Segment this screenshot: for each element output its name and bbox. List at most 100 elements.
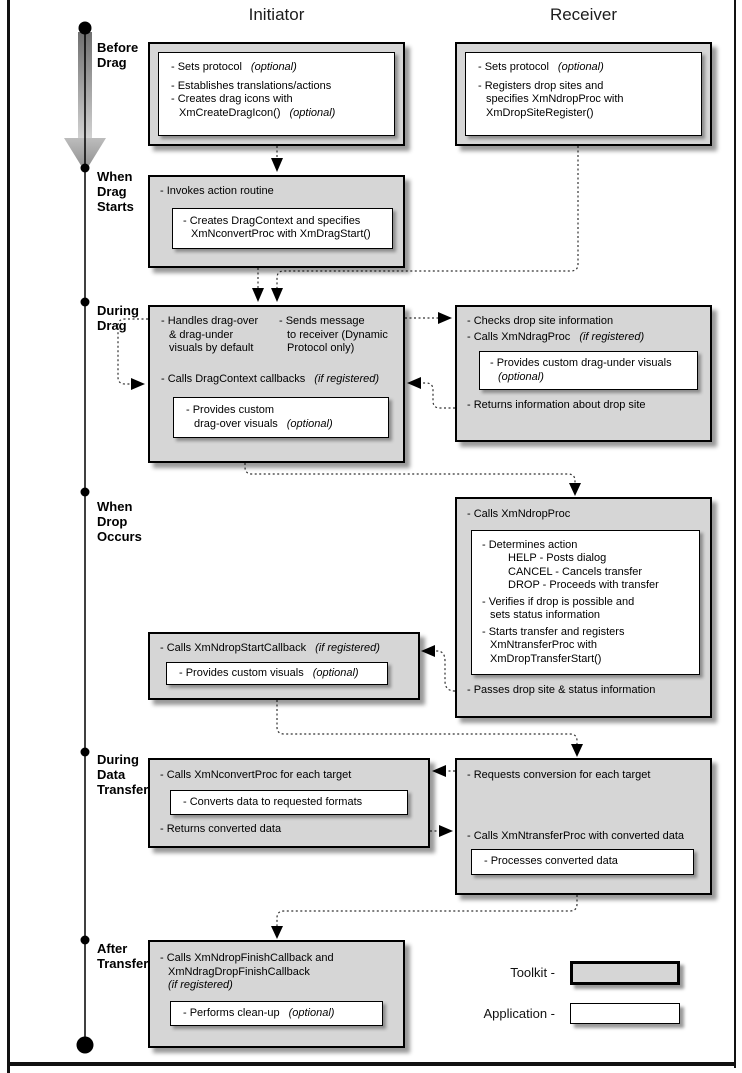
application-inner-box: - Provides custom drag-over visuals(opti… [173, 397, 389, 438]
during-drag-columns: - Handles drag-over & drag-under visuals… [161, 315, 399, 356]
connector-during-drag-to-drop-proc [244, 463, 576, 484]
box-line: CANCEL - Cancels transfer [508, 565, 643, 578]
arrowhead-down [571, 744, 583, 757]
box-line: sets status information [490, 609, 601, 621]
connector-transfer-to-after-transfer [276, 895, 578, 928]
box-line: - Starts transfer and registers [482, 625, 625, 638]
box-line: - Processes converted data [484, 855, 618, 867]
box-line: - Calls XmNdropProc [467, 508, 571, 520]
box-receiver-data-transfer: - Requests conversion for each target - … [455, 758, 712, 895]
connector-during-drag-self-loop [117, 318, 148, 385]
timeline [64, 21, 106, 1054]
application-inner-box: - Performs clean-up(optional) [170, 1000, 383, 1026]
connector-returns-info-to-initiator [421, 382, 455, 409]
box-initiator-drag-start: - Invokes action routine - Creates DragC… [148, 175, 405, 268]
box-line: - Handles drag-over [161, 315, 259, 327]
frame-right-border [734, 0, 736, 1068]
box-line: - Performs clean-up(optional) [183, 1006, 335, 1019]
phase-label-before-drag: Before Drag [97, 40, 138, 70]
arrowhead-down [569, 483, 581, 496]
arrowhead-down [271, 158, 283, 172]
box-line: - Provides custom drag-under visuals [490, 357, 672, 369]
legend-label-application: Application - [483, 1006, 555, 1021]
box-line: HELP - Posts dialog [508, 552, 607, 564]
arrowhead-down [271, 926, 283, 939]
timeline-end-dot [76, 1036, 94, 1054]
phase-line: Before [97, 40, 139, 55]
box-receiver-during-drag: - Checks drop site information - Calls X… [455, 305, 712, 442]
phase-label-when-drag-starts: When Drag Starts [97, 169, 134, 214]
box-line: Protocol only) [287, 342, 355, 354]
box-line: - Calls XmNconvertProc for each target [160, 769, 352, 781]
arrowhead-left [421, 645, 435, 657]
application-inner-box: - Sets protocol(optional) - Registers dr… [465, 52, 702, 136]
box-initiator-during-drag: - Handles drag-over & drag-under visuals… [148, 305, 405, 463]
box-line: - Calls XmNdropStartCallback(if register… [160, 642, 380, 654]
legend-swatch-toolkit [570, 961, 680, 985]
phase-dot-during-data-transfer [80, 747, 90, 757]
application-inner-box: - Converts data to requested formats [170, 789, 408, 815]
frame-bottom-border [7, 1062, 736, 1066]
box-receiver-drop-occurs: - Calls XmNdropProc - Determines action … [455, 497, 712, 718]
phase-line: When [97, 169, 133, 184]
box-initiator-drop-start-callback: - Calls XmNdropStartCallback(if register… [148, 632, 420, 700]
box-line: - Calls XmNdragProc(if registered) [467, 330, 645, 343]
box-line: - Calls DragContext callbacks(if registe… [161, 372, 380, 385]
phase-line: Occurs [97, 529, 142, 544]
box-line: - Provides custom visuals(optional) [179, 666, 359, 679]
phase-label-during-drag: During Drag [97, 303, 139, 333]
phase-line: Drag [97, 184, 127, 199]
box-line: - Returns converted data [160, 823, 282, 835]
box-line: - Sets protocol(optional) [478, 61, 604, 73]
legend-swatch-application [570, 1003, 680, 1024]
box-line: (optional) [498, 370, 544, 383]
phase-line: Data [97, 767, 126, 782]
box-line: - Verifies if drop is possible and [482, 595, 635, 608]
column-header-initiator: Initiator [248, 5, 305, 24]
box-line: - Sets protocol(optional) [171, 61, 297, 73]
box-line: XmNtransferProc with [490, 639, 597, 651]
arrowhead-down [252, 288, 264, 302]
phase-line: When [97, 499, 133, 514]
arrowhead-right [131, 378, 145, 390]
connector-receiver-register-to-during-drag [276, 146, 579, 289]
application-inner-box: - Provides custom visuals(optional) [166, 661, 388, 685]
application-inner-box: - Determines action HELP - Posts dialog … [471, 529, 700, 675]
box-initiator-data-transfer: - Calls XmNconvertProc for each target -… [148, 758, 430, 848]
box-line: - Requests conversion for each target [467, 769, 651, 781]
phase-dot-when-drop-occurs [80, 487, 90, 497]
phase-line: During [97, 752, 139, 767]
phase-line: Drag [97, 318, 127, 333]
application-inner-box: - Provides custom drag-under visuals (op… [479, 351, 698, 390]
box-line: XmCreateDragIcon()(optional) [179, 106, 336, 119]
legend-label-toolkit: Toolkit - [510, 965, 555, 980]
frame-left-border [7, 0, 10, 1073]
column-header-receiver: Receiver [549, 5, 618, 24]
box-line: XmNdragDropFinishCallback [168, 965, 310, 978]
application-inner-box: - Creates DragContext and specifies XmNc… [172, 207, 393, 249]
box-initiator-after-transfer: - Calls XmNdropFinishCallback and XmNdra… [148, 940, 405, 1048]
box-line: - Determines action [482, 538, 578, 551]
box-line: - Sends message [279, 315, 365, 327]
box-line: visuals by default [169, 342, 254, 354]
arrowhead-left [432, 765, 446, 777]
arrowhead-left [407, 377, 421, 389]
box-line: - Converts data to requested formats [183, 795, 363, 808]
phase-line: Drop [97, 514, 128, 529]
phase-dot-when-drag-starts [80, 163, 90, 173]
arrowhead-right [438, 312, 452, 324]
box-line: DROP - Proceeds with transfer [508, 579, 659, 591]
box-line: - Creates drag icons with [171, 93, 293, 105]
box-line: - Checks drop site information [467, 315, 614, 327]
phase-line: During [97, 303, 139, 318]
box-line: drag-over visuals(optional) [194, 417, 333, 430]
box-line: - Calls XmNdropFinishCallback and [160, 952, 334, 964]
box-line: (if registered) [168, 979, 233, 991]
phase-line: Drag [97, 55, 127, 70]
phase-label-after-transfer: After Transfer [97, 941, 148, 971]
box-line: XmDropTransferStart() [490, 652, 602, 665]
box-line: - Creates DragContext and specifies [183, 214, 361, 227]
box-line: - Invokes action routine [160, 185, 274, 197]
